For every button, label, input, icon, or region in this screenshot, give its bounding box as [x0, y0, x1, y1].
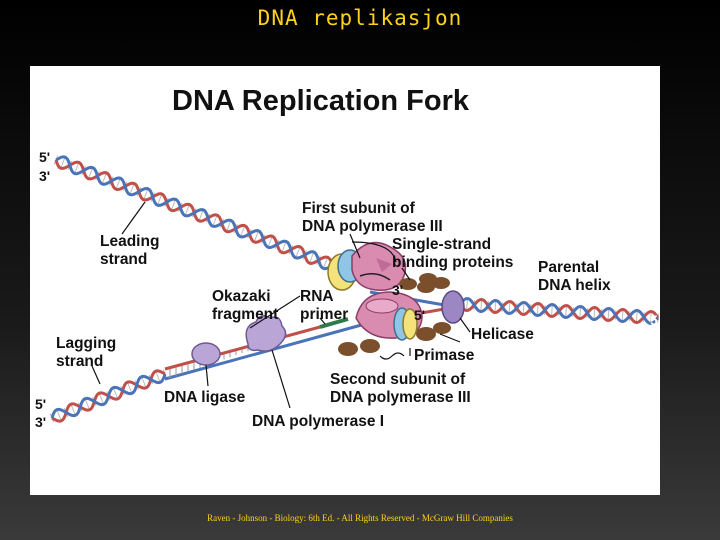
- primase-proteins: [338, 322, 451, 356]
- label-dna-polymerase-i: DNA polymerase I: [252, 413, 384, 430]
- lagging-strand-helix: [49, 369, 168, 423]
- label-second-subunit-1: Second subunit of: [330, 371, 466, 388]
- label-primase: Primase: [414, 347, 475, 364]
- slide-title: DNA replikasjon: [257, 6, 463, 30]
- label-parental-2: DNA helix: [538, 277, 611, 294]
- label-leading-strand-1: Leading: [100, 233, 159, 250]
- ligase-protein: [191, 342, 221, 366]
- fork-3-prime: 3': [392, 282, 403, 298]
- fork-5-prime: 5': [414, 307, 425, 323]
- label-first-subunit-2: DNA polymerase III: [302, 218, 443, 235]
- bottom-left-5-prime: 5': [35, 396, 46, 412]
- parental-dna-helix: [458, 297, 660, 325]
- label-ssb-1: Single-strand: [392, 236, 491, 253]
- right-5-prime: 5: [650, 312, 658, 328]
- single-strand-binding-proteins: [399, 273, 450, 293]
- label-leading-strand-2: strand: [100, 251, 147, 268]
- bottom-left-3-prime: 3': [35, 414, 46, 430]
- image-credit: Raven - Johnson - Biology: 6th Ed. - All…: [207, 513, 513, 523]
- diagram-title: DNA Replication Fork: [172, 85, 470, 117]
- label-helicase: Helicase: [471, 326, 534, 343]
- label-first-subunit-1: First subunit of: [302, 200, 416, 217]
- top-left-5-prime: 5': [39, 149, 50, 165]
- dna-replication-diagram: DNA Replication Fork: [30, 66, 660, 495]
- top-left-3-prime: 3': [39, 168, 50, 184]
- synthesis-arrow: [359, 273, 391, 281]
- polymerase-iii-second-subunit: [355, 291, 423, 341]
- leading-parental-helix: [53, 155, 363, 281]
- label-okazaki-1: Okazaki: [212, 288, 271, 305]
- helicase-protein: [441, 290, 465, 324]
- label-lagging-strand-1: Lagging: [56, 335, 116, 352]
- label-lagging-strand-2: strand: [56, 353, 103, 370]
- label-ssb-2: binding proteins: [392, 254, 513, 271]
- label-dna-ligase: DNA ligase: [164, 389, 246, 406]
- label-second-subunit-2: DNA polymerase III: [330, 389, 471, 406]
- label-parental-1: Parental: [538, 259, 599, 276]
- right-3-prime: 3: [650, 295, 658, 311]
- label-rna-primer-1: RNA: [300, 288, 334, 305]
- leader-lines: [91, 201, 471, 409]
- label-okazaki-2: fragment: [212, 306, 278, 323]
- label-rna-primer-2: primer: [300, 306, 348, 323]
